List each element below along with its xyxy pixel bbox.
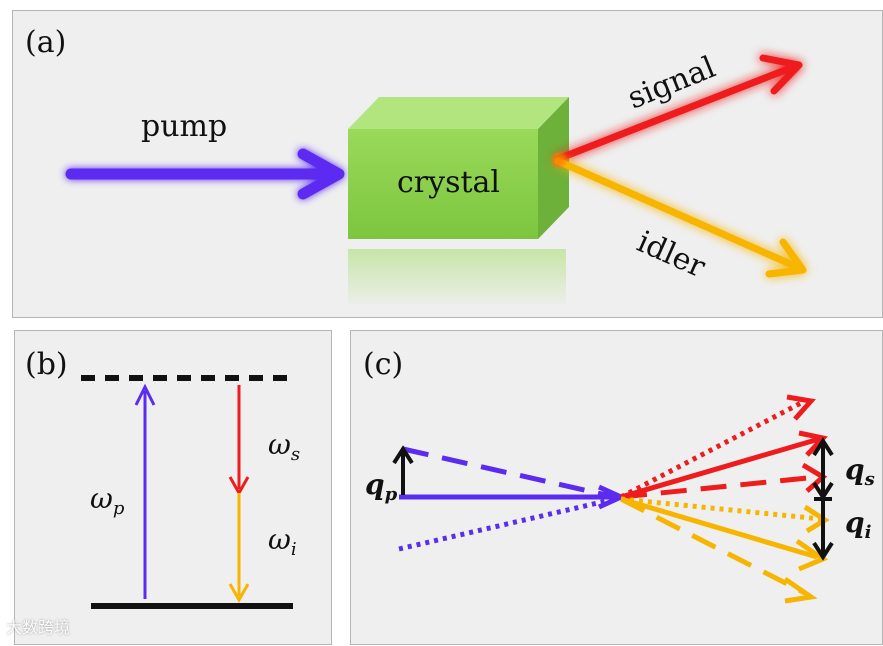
omega-s-label: ωs bbox=[268, 428, 300, 465]
pump-solid-arrow bbox=[399, 484, 628, 510]
qp-vector bbox=[392, 445, 414, 495]
signal-beam bbox=[554, 54, 803, 163]
panel-a-label: (a) bbox=[25, 25, 67, 60]
panel-a-diagram: pump crystal signal idler bbox=[65, 50, 807, 304]
omega-i-label: ωi bbox=[268, 523, 297, 560]
signal-dotted-arrow bbox=[619, 394, 816, 500]
panel-a: (a) bbox=[12, 10, 883, 318]
crystal-label: crystal bbox=[397, 165, 500, 200]
qi-label: qi bbox=[845, 506, 872, 543]
idler-dashed-arrow bbox=[619, 496, 818, 604]
crystal bbox=[348, 97, 569, 239]
signal-label: signal bbox=[623, 50, 720, 117]
pump-label: pump bbox=[141, 109, 227, 144]
pump-dotted-arrow bbox=[398, 496, 616, 552]
panel-b-label: (b) bbox=[25, 347, 68, 382]
pump-beam bbox=[65, 148, 345, 200]
pump-dashed-arrow bbox=[402, 446, 616, 500]
pump-transition-arrow bbox=[134, 383, 156, 599]
panel-c-label: (c) bbox=[363, 347, 404, 382]
signal-transition-arrow bbox=[228, 385, 250, 497]
qi-vector bbox=[812, 497, 834, 561]
watermark: 大数跨境 bbox=[6, 618, 71, 637]
idler-label: idler bbox=[632, 224, 711, 285]
idler-transition-arrow bbox=[228, 493, 250, 604]
qs-label: qs bbox=[845, 453, 875, 490]
wavevector-diagram: qp bbox=[365, 394, 875, 604]
panel-c: (c) qp bbox=[350, 330, 883, 645]
idler-beam bbox=[554, 157, 807, 278]
omega-p-label: ωp bbox=[90, 482, 125, 519]
energy-level-diagram: ωp ωs ωi bbox=[81, 375, 300, 609]
qs-vector bbox=[812, 437, 834, 501]
idler-dotted-arrow bbox=[620, 496, 830, 534]
panel-b: (b) ωp ωs ωi bbox=[14, 330, 332, 645]
crystal-reflection bbox=[348, 249, 566, 304]
emission-point-glow bbox=[552, 153, 566, 167]
qp-label: qp bbox=[365, 468, 398, 505]
